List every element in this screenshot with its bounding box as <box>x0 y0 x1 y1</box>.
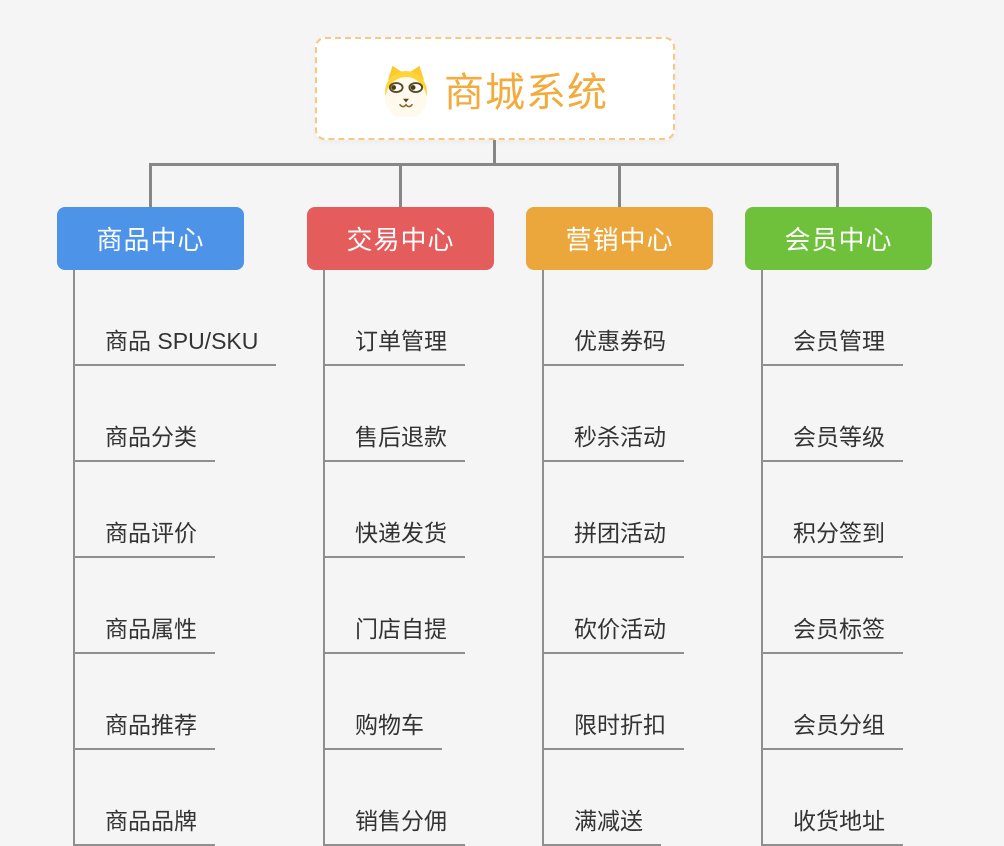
connector-drop-member <box>836 163 839 209</box>
topic-list-trade: 订单管理 售后退款 快递发货 门店自提 购物车 销售分佣 <box>323 270 465 846</box>
dog-face-icon <box>382 61 430 117</box>
topic-item[interactable]: 订单管理 <box>323 270 465 366</box>
topic-item[interactable]: 商品属性 <box>73 558 215 654</box>
branch-member-center: 会员中心 会员管理 会员等级 积分签到 会员标签 会员分组 收货地址 <box>745 207 932 846</box>
topic-item[interactable]: 商品 SPU/SKU <box>73 270 277 366</box>
topic-item[interactable]: 快递发货 <box>323 462 465 558</box>
topic-item[interactable]: 秒杀活动 <box>542 366 684 462</box>
topic-item[interactable]: 销售分佣 <box>323 750 465 846</box>
branch-trade-center: 交易中心 订单管理 售后退款 快递发货 门店自提 购物车 销售分佣 <box>307 207 494 846</box>
branch-label: 营销中心 <box>565 225 674 255</box>
branch-box-trade-center[interactable]: 交易中心 <box>307 207 494 270</box>
topic-item[interactable]: 商品品牌 <box>73 750 215 846</box>
topic-item[interactable]: 会员管理 <box>761 270 903 366</box>
root-title: 商城系统 <box>444 70 608 115</box>
branch-label: 会员中心 <box>784 225 893 255</box>
root-node[interactable]: 商城系统 <box>315 37 675 140</box>
connector-drop-trade <box>399 163 402 209</box>
branch-label: 商品中心 <box>96 225 205 255</box>
topic-item[interactable]: 拼团活动 <box>542 462 684 558</box>
topic-item[interactable]: 售后退款 <box>323 366 465 462</box>
topic-list-product: 商品 SPU/SKU 商品分类 商品评价 商品属性 商品推荐 商品品牌 <box>73 270 277 846</box>
topic-item[interactable]: 会员分组 <box>761 654 903 750</box>
topic-item[interactable]: 砍价活动 <box>542 558 684 654</box>
topic-list-member: 会员管理 会员等级 积分签到 会员标签 会员分组 收货地址 <box>761 270 903 846</box>
topic-item[interactable]: 优惠券码 <box>542 270 684 366</box>
topic-item[interactable]: 商品分类 <box>73 366 215 462</box>
branch-box-marketing-center[interactable]: 营销中心 <box>526 207 713 270</box>
topic-item[interactable]: 门店自提 <box>323 558 465 654</box>
branch-box-member-center[interactable]: 会员中心 <box>745 207 932 270</box>
branch-box-product-center[interactable]: 商品中心 <box>57 207 244 270</box>
topic-list-marketing: 优惠券码 秒杀活动 拼团活动 砍价活动 限时折扣 满减送 <box>542 270 684 846</box>
branch-marketing-center: 营销中心 优惠券码 秒杀活动 拼团活动 砍价活动 限时折扣 满减送 <box>526 207 713 846</box>
connector-bus <box>149 163 839 166</box>
topic-item[interactable]: 收货地址 <box>761 750 903 846</box>
connector-drop-marketing <box>618 163 621 209</box>
topic-item[interactable]: 满减送 <box>542 750 661 846</box>
topic-item[interactable]: 积分签到 <box>761 462 903 558</box>
connector-drop-product <box>149 163 152 209</box>
branch-label: 交易中心 <box>346 225 455 255</box>
topic-item[interactable]: 商品评价 <box>73 462 215 558</box>
topic-item[interactable]: 会员等级 <box>761 366 903 462</box>
topic-item[interactable]: 限时折扣 <box>542 654 684 750</box>
connector-root-stem <box>493 140 496 166</box>
branch-product-center: 商品中心 商品 SPU/SKU 商品分类 商品评价 商品属性 商品推荐 商品品牌 <box>57 207 277 846</box>
topic-item[interactable]: 商品推荐 <box>73 654 215 750</box>
topic-item[interactable]: 会员标签 <box>761 558 903 654</box>
topic-item[interactable]: 购物车 <box>323 654 442 750</box>
